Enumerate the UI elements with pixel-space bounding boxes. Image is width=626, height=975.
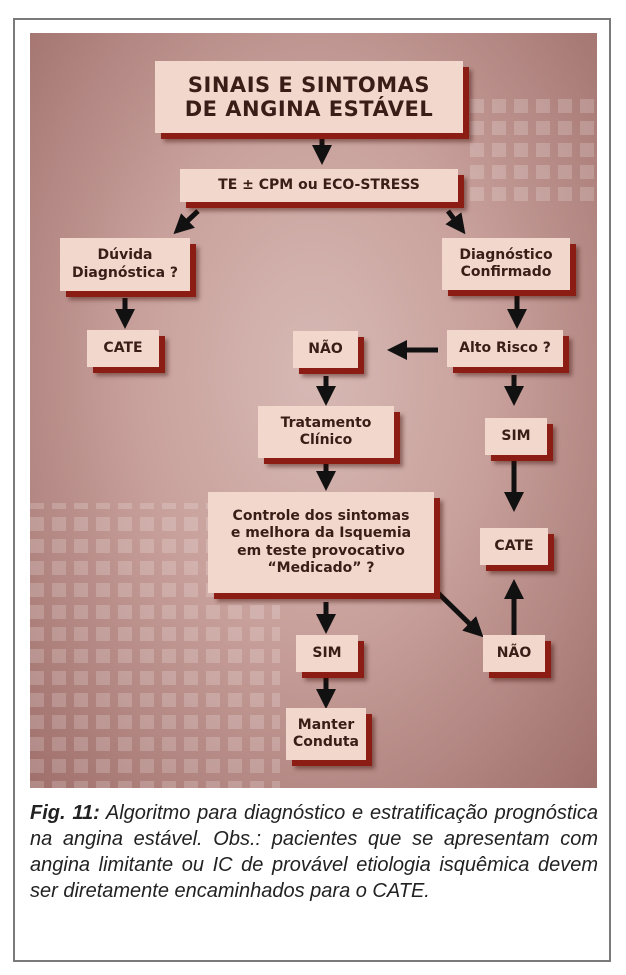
- node-controle-sintomas: Controle dos sintomas e melhora da Isque…: [208, 492, 434, 593]
- node-tratamento-clinico: Tratamento Clínico: [258, 406, 394, 458]
- node-nao-top: NÃO: [293, 331, 358, 368]
- node-duvida-diagnostica: Dúvida Diagnóstica ?: [60, 238, 190, 291]
- node-te-cpm-eco-stress: TE ± CPM ou ECO-STRESS: [180, 169, 458, 202]
- caption-label: Fig. 11:: [30, 802, 100, 824]
- arrow-controle-nao: [433, 588, 484, 638]
- arrow-te-duvida: [173, 209, 200, 235]
- node-nao-bottom: NÃO: [483, 635, 545, 672]
- arrow-te-diag: [445, 209, 466, 235]
- node-diagnostico-confirmado: Diagnóstico Confirmado: [442, 238, 570, 290]
- node-cate-right: CATE: [480, 528, 548, 565]
- node-cate-left: CATE: [87, 330, 159, 367]
- node-sim-right: SIM: [485, 418, 547, 455]
- decorative-grid-top-right: [470, 93, 597, 203]
- node-alto-risco: Alto Risco ?: [447, 330, 563, 367]
- title-box: SINAIS E SINTOMAS DE ANGINA ESTÁVEL: [155, 61, 463, 133]
- flowchart: SINAIS E SINTOMAS DE ANGINA ESTÁVEL TE ±…: [30, 33, 597, 788]
- node-sim-bottom: SIM: [296, 635, 358, 672]
- node-manter-conduta: Manter Conduta: [286, 708, 366, 760]
- figure-caption: Fig. 11: Algoritmo para diagnóstico e es…: [30, 800, 598, 904]
- caption-text: Algoritmo para diagnóstico e estratifica…: [30, 802, 598, 902]
